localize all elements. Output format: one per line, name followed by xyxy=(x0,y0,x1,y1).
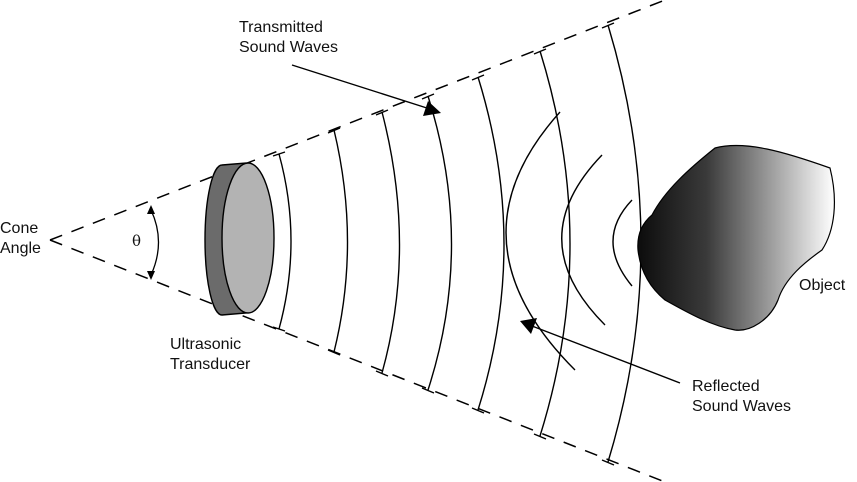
reflected-label: Reflected Sound Waves xyxy=(692,377,791,417)
cone-angle-label-line1: Cone xyxy=(0,220,39,237)
reflected-wavefronts xyxy=(505,111,633,371)
wavefront-4 xyxy=(427,95,453,391)
cone-angle-label-line2: Angle xyxy=(0,240,41,257)
wavefront-3 xyxy=(381,111,401,374)
wavefront-6 xyxy=(539,50,571,437)
object-label: Object xyxy=(799,277,846,294)
transducer-label-line1: Ultrasonic xyxy=(170,336,242,353)
transmitted-label: Transmitted Sound Waves xyxy=(239,18,338,58)
cone-angle-label: Cone Angle xyxy=(0,219,41,259)
cone-angle-arc xyxy=(147,205,160,280)
transducer-shape xyxy=(204,162,275,316)
wavefront-5 xyxy=(477,76,505,411)
reflected-label-line1: Reflected xyxy=(692,378,760,395)
transducer-label-line2: Transducer xyxy=(170,356,251,373)
cone-lower-boundary xyxy=(49,239,666,482)
object-shape xyxy=(637,144,835,331)
transmitted-arrow xyxy=(291,64,441,116)
reflected-wave-1 xyxy=(612,199,633,287)
theta-symbol: θ xyxy=(132,232,142,250)
reflected-wave-3 xyxy=(505,111,576,371)
transmitted-label-line1: Transmitted xyxy=(239,19,323,36)
wavefront-1 xyxy=(278,153,292,330)
transmitted-wavefronts xyxy=(272,22,642,466)
reflected-label-line2: Sound Waves xyxy=(692,398,792,415)
reflected-arrow xyxy=(520,318,681,384)
transducer-label: Ultrasonic Transducer xyxy=(170,335,250,375)
cone-upper-boundary xyxy=(49,0,666,241)
transmitted-label-line2: Sound Waves xyxy=(239,39,339,56)
reflected-wave-2 xyxy=(561,154,606,326)
wavefront-2 xyxy=(333,129,349,353)
